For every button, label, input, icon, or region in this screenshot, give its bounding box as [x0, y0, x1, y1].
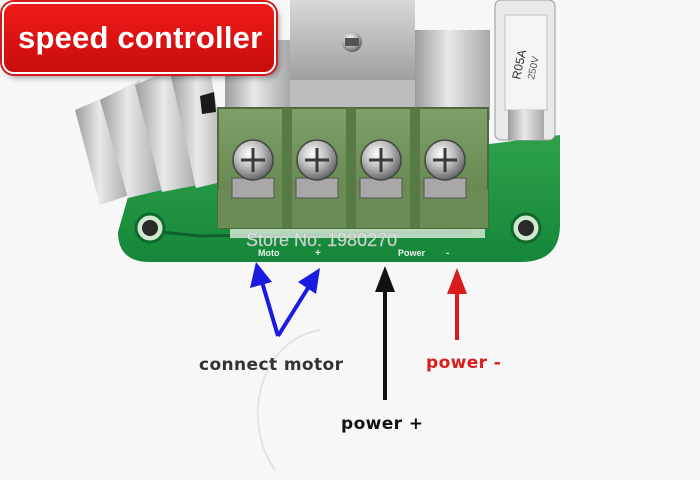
- connect-motor-label: connect motor: [199, 355, 344, 375]
- fuse-marking-line2: 250V: [526, 55, 542, 80]
- terminal-screw-3: [359, 139, 403, 199]
- fuse: R05A 250V: [494, 0, 556, 141]
- motor-arrow-left: [260, 281, 280, 337]
- silkscreen-power: Power: [398, 248, 426, 258]
- watermark-store-no: Store No: 1980270: [246, 230, 397, 250]
- heatsink-left: [75, 60, 230, 205]
- fuse-marking-line1: R05A: [509, 48, 529, 80]
- terminal-block: [217, 107, 489, 229]
- power-plus-arrow: [375, 266, 395, 400]
- silkscreen-motor: Moto: [258, 248, 280, 258]
- terminal-screw-2: [295, 139, 339, 199]
- silkscreen-plus: +: [315, 248, 321, 259]
- power-minus-arrow: [447, 268, 467, 340]
- title-badge: speed controller: [2, 2, 276, 74]
- power-minus-label: power -: [426, 353, 502, 373]
- background-ring: [256, 329, 321, 471]
- title-text: speed controller: [18, 20, 263, 55]
- motor-arrows: [250, 262, 320, 338]
- heatsink-center: [225, 0, 490, 120]
- motor-arrow-right: [276, 286, 310, 338]
- terminal-screw-4: [423, 139, 467, 199]
- silkscreen-minus: -: [446, 248, 449, 259]
- terminal-screw-1: [231, 139, 275, 199]
- power-plus-label: power +: [341, 414, 424, 434]
- board-text: Moto + Power - Store No: 1980270: [246, 230, 450, 259]
